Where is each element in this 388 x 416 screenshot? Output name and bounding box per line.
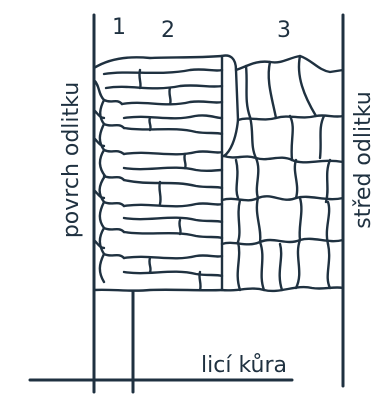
equiaxed-grains bbox=[222, 56, 343, 291]
zone-label-3: 3 bbox=[277, 18, 291, 43]
zone-label-2: 2 bbox=[161, 18, 175, 43]
center-label: střed odlitku bbox=[351, 91, 376, 228]
columnar-crystals bbox=[94, 56, 222, 291]
surface-label: povrch odlitku bbox=[59, 82, 84, 238]
chill-skin-label: licí kůra bbox=[201, 353, 287, 378]
zone-label-1: 1 bbox=[112, 15, 126, 40]
